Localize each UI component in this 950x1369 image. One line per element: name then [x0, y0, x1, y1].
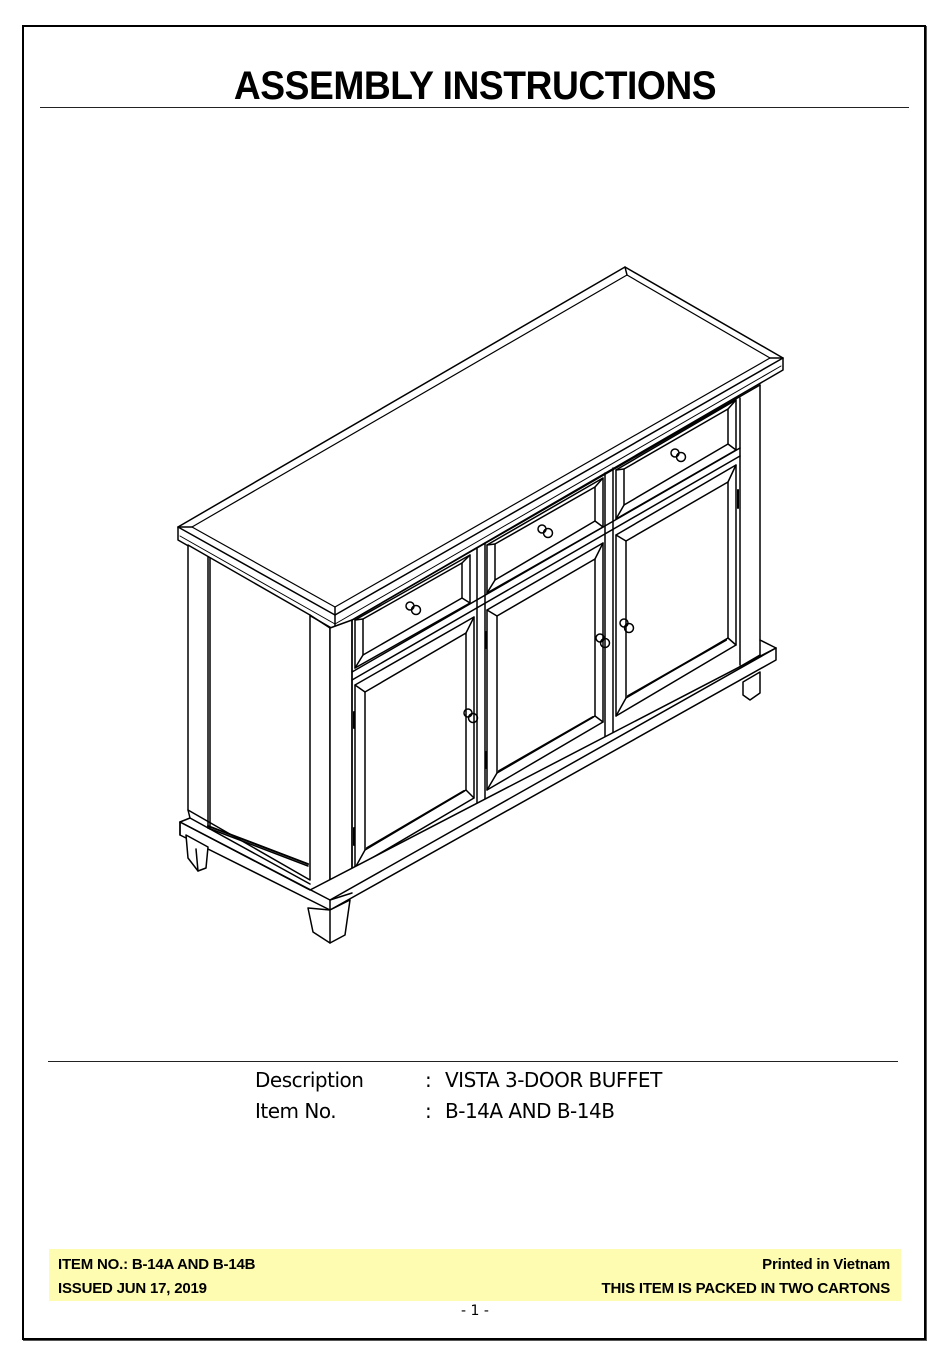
door-knob-icon	[463, 708, 479, 724]
buffet-illustration	[177, 266, 784, 944]
description-separator: :	[425, 1068, 432, 1092]
info-divider	[48, 1061, 898, 1062]
footer-band	[49, 1249, 901, 1301]
door-center	[485, 542, 611, 791]
door-right	[615, 464, 739, 717]
description-value: VISTA 3-DOOR BUFFET	[445, 1068, 662, 1092]
drawer-center	[486, 477, 604, 594]
base-plinth	[179, 639, 777, 911]
front-left-post	[329, 619, 353, 904]
description-label: Description	[255, 1068, 364, 1092]
page-border	[22, 25, 926, 1340]
footer-packing-note: THIS ITEM IS PACKED IN TWO CARTONS	[601, 1280, 891, 1297]
item-no-separator: :	[425, 1099, 432, 1123]
title-divider	[40, 107, 909, 108]
drawer-right	[615, 399, 737, 520]
drawer-knob-icon	[670, 448, 687, 463]
page-title: ASSEMBLY INSTRUCTIONS	[233, 64, 717, 108]
item-no-label: Item No.	[255, 1099, 337, 1123]
door-knob-icon	[595, 633, 611, 649]
drawer-left	[354, 554, 471, 669]
drawer-knob-icon	[537, 524, 554, 539]
footer-printed-in: Printed in Vietnam	[762, 1256, 890, 1273]
page-number: - 1 -	[461, 1303, 489, 1319]
drawer-knob-icon	[405, 601, 422, 616]
footer-item-no: ITEM NO.: B-14A AND B-14B	[58, 1256, 256, 1273]
legs	[185, 671, 761, 944]
footer-issued-date: ISSUED JUN 17, 2019	[58, 1280, 207, 1297]
door-knob-icon	[619, 618, 635, 634]
item-no-value: B-14A AND B-14B	[445, 1099, 615, 1123]
